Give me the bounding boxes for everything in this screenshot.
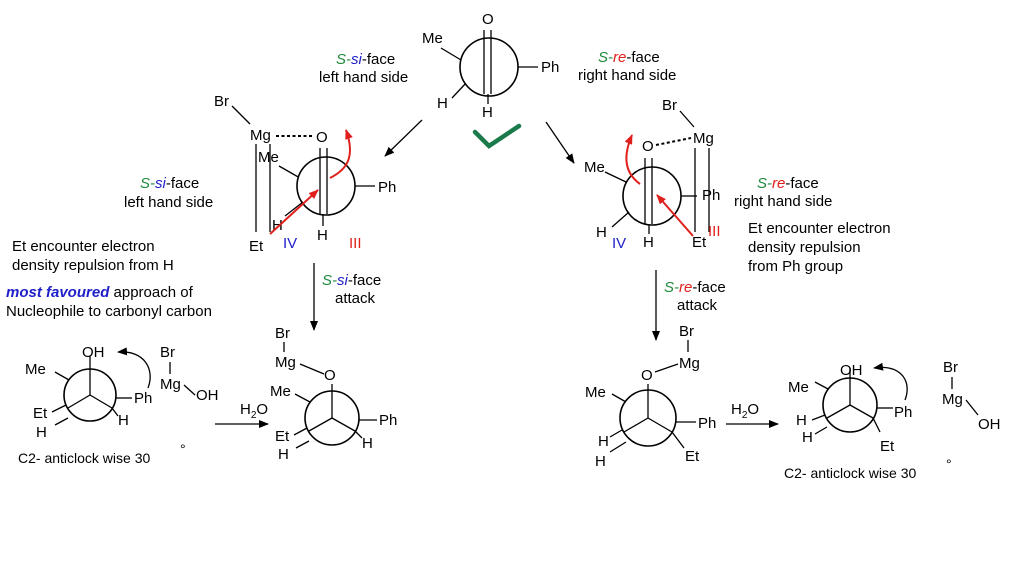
top-o: O (482, 11, 494, 28)
right-mid-et: Et (685, 448, 700, 465)
right-attack-sub: attack (677, 297, 718, 314)
right-note-3: from Ph group (748, 258, 843, 275)
right-mid-mg: Mg (679, 355, 700, 372)
right-ts-iv: IV (612, 235, 626, 252)
left-final-h1: H (118, 412, 129, 429)
right-mid-ph: Ph (698, 415, 716, 432)
left-note-2: density repulsion from H (12, 257, 174, 274)
right-ts-mg: Mg (693, 130, 714, 147)
left-ts-mg: Mg (250, 127, 271, 144)
right-reagent: H2O (731, 401, 759, 421)
right-mid-h1: H (598, 433, 609, 450)
right-final-et: Et (880, 438, 895, 455)
checkmark-icon (472, 123, 522, 149)
left-ts-et: Et (249, 238, 264, 255)
right-final-ph: Ph (894, 404, 912, 421)
right-ts-ph: Ph (702, 187, 720, 204)
left-final-h2: H (36, 424, 47, 441)
right-mid-o: O (641, 367, 653, 384)
top-re-sub: right hand side (578, 67, 676, 84)
right-rotation: C2- anticlock wise 30 (784, 465, 916, 481)
top-si-label: S-si-face (336, 51, 395, 68)
right-mid-br: Br (679, 323, 694, 340)
right-mid-newman: Br Mg O Me Ph Et H H (585, 323, 716, 470)
right-mid-me: Me (585, 384, 606, 401)
left-rotation: C2- anticlock wise 30 (18, 450, 150, 466)
left-mid-br: Br (275, 325, 290, 342)
arrow-to-left-ts (384, 119, 423, 157)
left-ts: Br Mg O Me Ph H H Et IV III (214, 93, 396, 255)
left-mid-h1: H (362, 435, 373, 452)
left-ts-h1: H (272, 217, 283, 234)
right-final-me: Me (788, 379, 809, 396)
left-ts-br: Br (214, 93, 229, 110)
top-me: Me (422, 30, 443, 47)
right-final-oh: OH (840, 362, 863, 379)
left-attack-label: S-si-face (322, 272, 381, 289)
right-byp-br: Br (943, 359, 958, 376)
top-h1: H (437, 95, 448, 112)
right-ts-h1: H (596, 224, 607, 241)
right-note-1: Et encounter electron (748, 220, 891, 237)
right-final-newman: OH Me Ph Et H H (788, 362, 912, 455)
left-attack-sub: attack (335, 290, 376, 307)
left-mid-me: Me (270, 383, 291, 400)
left-mid-newman: Br Mg O Me Ph H Et H (270, 325, 397, 463)
left-rotation-degree: ° (180, 441, 186, 457)
left-final-me: Me (25, 361, 46, 378)
left-byp-oh: OH (196, 387, 219, 404)
left-ts-o: O (316, 129, 328, 146)
top-si-sub: left hand side (319, 69, 408, 86)
right-ts-iii: III (708, 223, 721, 240)
left-mid-o: O (324, 367, 336, 384)
left-ts-h2: H (317, 227, 328, 244)
left-final-oh: OH (82, 344, 105, 361)
right-ts-label: S-re-face (757, 175, 819, 192)
right-mid-h2: H (595, 453, 606, 470)
left-reagent: H2O (240, 401, 268, 421)
left-mid-ph: Ph (379, 412, 397, 429)
right-byp-mg: Mg (942, 391, 963, 408)
right-ts-br: Br (662, 97, 677, 114)
left-ts-sub: left hand side (124, 194, 213, 211)
left-mid-h2: H (278, 446, 289, 463)
right-byproduct: Br Mg OH (942, 359, 1001, 433)
top-re-label: S-re-face (598, 49, 660, 66)
right-note-2: density repulsion (748, 239, 861, 256)
left-note-1: Et encounter electron (12, 238, 155, 255)
left-final-et: Et (33, 405, 48, 422)
top-newman: O Me Ph H H (422, 11, 559, 121)
top-ph: Ph (541, 59, 559, 76)
left-byp-mg: Mg (160, 376, 181, 393)
right-ts-o: O (642, 138, 654, 155)
right-rotation-degree: ° (946, 456, 952, 472)
left-mid-mg: Mg (275, 354, 296, 371)
right-final-h2: H (802, 429, 813, 446)
right-attack-label: S-re-face (664, 279, 726, 296)
left-byp-br: Br (160, 344, 175, 361)
left-ts-iii: III (349, 235, 362, 252)
left-mid-et: Et (275, 428, 290, 445)
left-final-ph: Ph (134, 390, 152, 407)
right-ts-h2: H (643, 234, 654, 251)
left-final-newman: OH Me Ph H Et H (25, 344, 152, 441)
most-favoured-note-2: Nucleophile to carbonyl carbon (6, 303, 212, 320)
right-ts-sub: right hand side (734, 193, 832, 210)
left-ts-label: S-si-face (140, 175, 199, 192)
left-ts-ph: Ph (378, 179, 396, 196)
left-byproduct: Br Mg OH (160, 344, 219, 404)
most-favoured-note: most favoured approach of (6, 284, 194, 301)
top-h2: H (482, 104, 493, 121)
left-ts-me: Me (258, 149, 279, 166)
right-byp-oh: OH (978, 416, 1001, 433)
right-ts: Br Mg O Me Ph H H Et IV III (584, 97, 721, 252)
right-ts-me: Me (584, 159, 605, 176)
right-final-h1: H (796, 412, 807, 429)
arrow-to-right-ts (545, 121, 575, 164)
right-ts-et: Et (692, 234, 707, 251)
left-ts-iv: IV (283, 235, 297, 252)
